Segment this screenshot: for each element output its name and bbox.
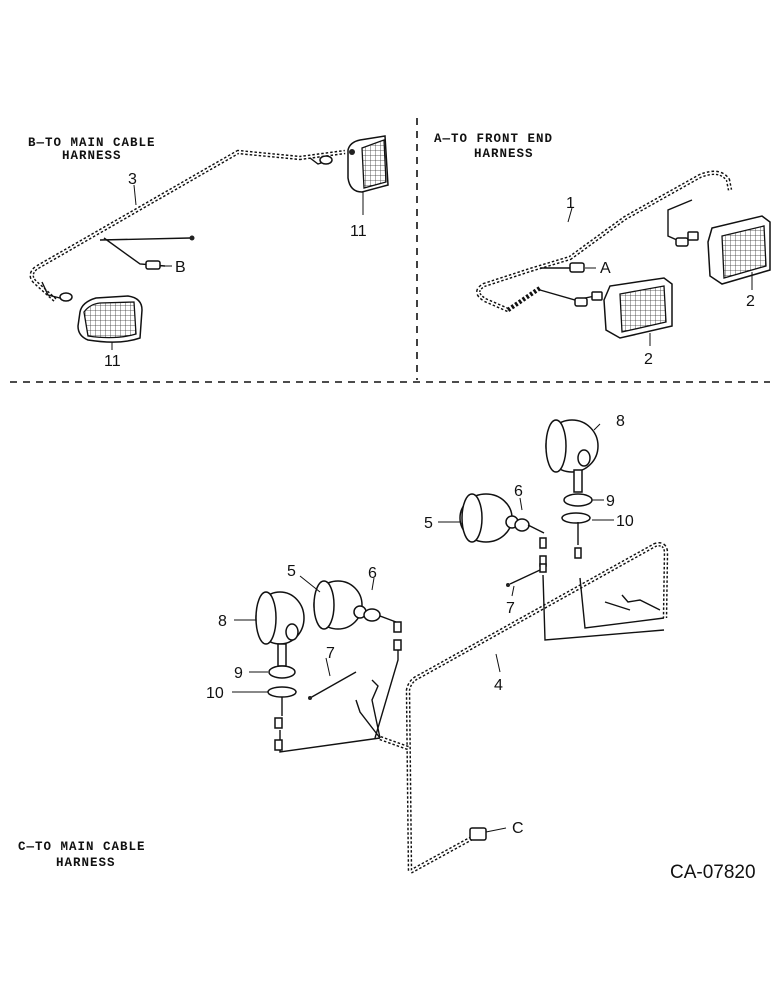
note-a-line1: A—TO FRONT END <box>434 132 553 146</box>
lamp-5-upper <box>459 493 545 543</box>
callout-1: 1 <box>566 195 575 212</box>
lamp-5-lower <box>313 580 397 630</box>
figure-code: CA-07820 <box>670 862 756 883</box>
callout-6-lower: 6 <box>368 565 377 582</box>
callout-9-upper: 9 <box>606 493 615 510</box>
callout-7-upper: 7 <box>506 600 515 617</box>
flood-lamp-11-right <box>347 135 389 215</box>
harness-3-assembly <box>29 149 346 302</box>
callout-8-lower: 8 <box>218 613 227 630</box>
bolt-7-upper <box>506 569 541 587</box>
flood-lamp-11-left <box>77 295 143 350</box>
harness-1-assembly <box>476 170 733 313</box>
callout-8-upper: 8 <box>616 413 625 430</box>
work-lamp-2-right <box>707 215 771 290</box>
note-b-line2: HARNESS <box>62 149 122 163</box>
note-b-line1: B—TO MAIN CABLE <box>28 136 156 150</box>
callout-9-lower: 9 <box>234 665 243 682</box>
note-a-line2: HARNESS <box>474 147 534 161</box>
callout-11-left: 11 <box>104 353 121 370</box>
callout-11-right: 11 <box>350 223 367 240</box>
lamp-8-lower <box>255 591 305 716</box>
callout-5-lower: 5 <box>287 563 296 580</box>
connector-label-c: C <box>512 820 524 837</box>
callout-3: 3 <box>128 171 137 188</box>
callout-5-upper: 5 <box>424 515 433 532</box>
callout-2-right: 2 <box>746 293 755 310</box>
bolt-7-lower <box>308 671 357 700</box>
callout-10-lower: 10 <box>206 685 224 702</box>
note-c-line1: C—TO MAIN CABLE <box>18 840 146 854</box>
callout-6-upper: 6 <box>514 483 523 500</box>
work-lamp-2-left <box>603 277 673 346</box>
connector-label-b: B <box>175 259 186 276</box>
connector-label-a: A <box>600 260 611 277</box>
harness-4-assembly <box>274 537 669 876</box>
callout-4: 4 <box>494 677 503 694</box>
callout-2-left: 2 <box>644 351 653 368</box>
lamp-8-upper <box>545 419 599 545</box>
callout-7-lower: 7 <box>326 645 335 662</box>
callout-10-upper: 10 <box>616 513 634 530</box>
note-c-line2: HARNESS <box>56 856 116 870</box>
